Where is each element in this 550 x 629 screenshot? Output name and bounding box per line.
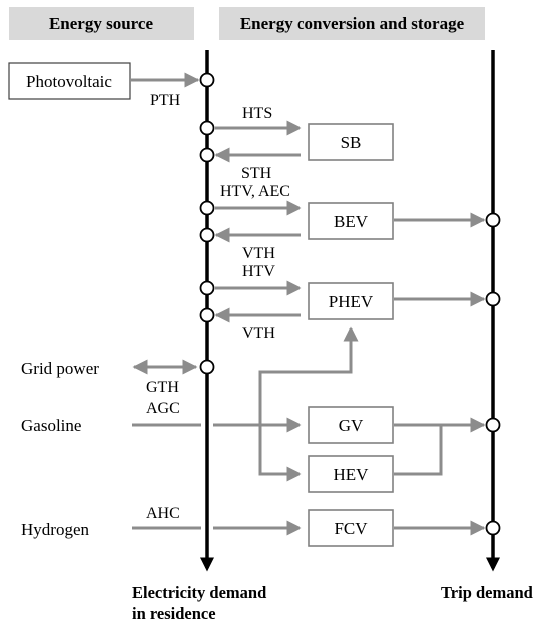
node-trip-phev xyxy=(485,291,501,307)
photovoltaic-box xyxy=(8,62,131,100)
node-vth-1 xyxy=(199,227,215,243)
htv-aec-label: HTV, AEC xyxy=(220,183,290,200)
gasoline-label: Gasoline xyxy=(21,416,81,435)
bev-label: BEV xyxy=(334,212,369,231)
gv-label: GV xyxy=(339,416,364,435)
sth-label: STH xyxy=(241,165,272,182)
hev-label: HEV xyxy=(334,465,370,484)
pth-label: PTH xyxy=(150,92,181,109)
phev-label: PHEV xyxy=(329,292,374,311)
phev-box xyxy=(308,282,394,320)
node-trip-fcv xyxy=(485,520,501,536)
node-vth-2 xyxy=(199,307,215,323)
hts-label: HTS xyxy=(242,105,272,122)
hev-merge-line xyxy=(394,425,443,476)
trip-demand-label: Trip demand xyxy=(441,583,533,602)
fcv-label: FCV xyxy=(334,519,368,538)
fcv-box xyxy=(308,509,394,547)
header-energy-source: Energy source xyxy=(9,7,194,40)
sb-label: SB xyxy=(341,133,362,152)
vth-label-2: VTH xyxy=(242,325,275,342)
photovoltaic-label: Photovoltaic xyxy=(26,72,112,91)
header-conversion: Energy conversion and storage xyxy=(219,7,485,40)
node-htv xyxy=(199,280,215,296)
node-trip-bev xyxy=(485,212,501,228)
ahc-label: AHC xyxy=(146,505,180,522)
node-trip-gv xyxy=(485,417,501,433)
gth-label: GTH xyxy=(146,379,179,396)
gv-box xyxy=(308,406,394,444)
node-hts xyxy=(199,120,215,136)
header-energy-source-label: Energy source xyxy=(49,14,153,33)
bev-box xyxy=(308,202,394,240)
hev-box xyxy=(308,455,394,493)
electricity-demand-label-2: in residence xyxy=(132,604,216,623)
node-htv-aec xyxy=(199,200,215,216)
node-sth xyxy=(199,147,215,163)
electricity-demand-label-1: Electricity demand xyxy=(132,583,266,602)
vth-label-1: VTH xyxy=(242,245,275,262)
agc-label: AGC xyxy=(146,400,180,417)
htv-label: HTV xyxy=(242,263,275,280)
gasoline-to-phev-line xyxy=(258,326,359,425)
hydrogen-label: Hydrogen xyxy=(21,520,89,539)
grid-power-label: Grid power xyxy=(21,359,99,378)
gasoline-to-hev-line xyxy=(258,425,302,482)
header-conversion-label: Energy conversion and storage xyxy=(240,14,465,33)
node-grid xyxy=(199,359,215,375)
node-pv xyxy=(199,72,215,88)
sb-box xyxy=(308,123,394,161)
